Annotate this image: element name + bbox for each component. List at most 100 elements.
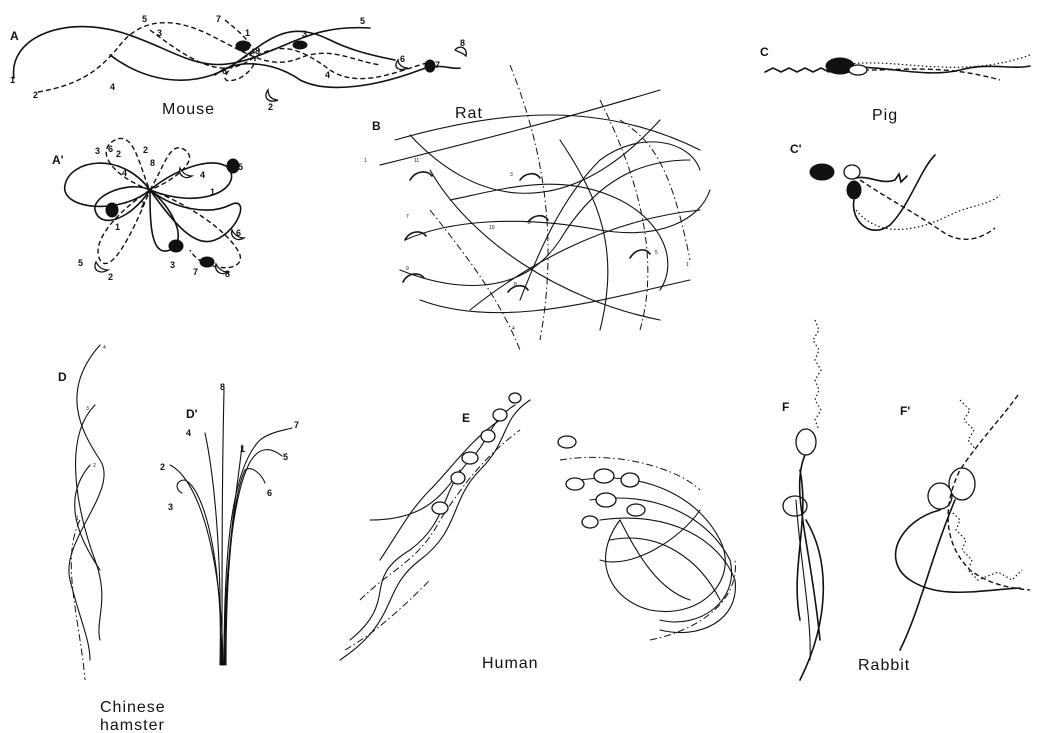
track-line xyxy=(226,469,265,665)
track-dashdot xyxy=(360,430,520,600)
track-dotted xyxy=(850,55,1030,67)
species-label-chinese-line1: Chinese xyxy=(100,699,166,716)
sperm-head-white xyxy=(621,473,639,487)
sperm-head-white xyxy=(451,472,465,484)
panel-c-pig: C Pig xyxy=(760,45,1030,124)
panel-e-prime-human-circular: E' Human xyxy=(482,436,735,672)
track-dotted-zigzag xyxy=(950,510,1022,580)
track-dotted xyxy=(856,195,1000,229)
track-number: 8 xyxy=(255,46,260,56)
sperm-head-white xyxy=(481,430,495,442)
track-number: 4 xyxy=(200,170,205,180)
track-line xyxy=(225,450,282,665)
track-number: 6 xyxy=(267,488,272,498)
sperm-head-white xyxy=(432,502,448,514)
track-dashdot xyxy=(510,65,548,340)
track-dashed-2 xyxy=(150,30,430,79)
species-label-rat: Rat xyxy=(455,105,483,122)
sperm-head-white xyxy=(566,478,584,490)
track-number: 8 xyxy=(220,382,225,392)
track-number: 1 xyxy=(115,222,120,232)
track-number: 1 xyxy=(364,158,367,164)
track-number: 4 xyxy=(512,326,515,332)
track-zigzag xyxy=(856,174,907,182)
track-line xyxy=(170,465,223,665)
track-number: 8 xyxy=(225,269,230,279)
track-line xyxy=(450,184,668,290)
species-label-rabbit: Rabbit xyxy=(858,657,910,674)
track-number: 4 xyxy=(103,345,106,351)
track-number: 10 xyxy=(489,225,495,231)
track-number: 7 xyxy=(435,60,440,70)
panel-d-prime-chinese-hamster: D' 8 4 2 3 1 7 5 6 Chinese hamster xyxy=(100,382,299,733)
track-dashed-1 xyxy=(38,23,380,92)
sperm-head-white xyxy=(455,47,466,56)
track-number: 11 xyxy=(414,158,419,164)
track-number: 5 xyxy=(360,16,365,26)
track-number: 1 xyxy=(240,444,245,454)
species-label-pig: Pig xyxy=(872,107,898,124)
track-number: 9 xyxy=(406,266,409,272)
track-dotted-zigzag xyxy=(960,400,976,450)
track-number: 3 xyxy=(168,502,173,512)
sperm-head-hook xyxy=(410,172,432,180)
sperm-head-black xyxy=(810,164,834,180)
track-number: 8 xyxy=(460,38,465,48)
track-number: 4 xyxy=(110,82,115,92)
track-dashed-loop xyxy=(150,190,240,268)
sperm-head-white xyxy=(849,65,867,75)
panel-label-c: C xyxy=(760,45,769,59)
track-number: 7 xyxy=(193,267,198,277)
track-number: 3 xyxy=(86,406,89,412)
track-line xyxy=(380,90,660,165)
track-line xyxy=(470,210,700,310)
sperm-head-white xyxy=(582,516,598,528)
sperm-head-white xyxy=(796,429,816,455)
track-line xyxy=(395,115,700,150)
species-label-mouse: Mouse xyxy=(162,101,215,118)
track-line xyxy=(560,140,608,330)
track-dotted-zigzag xyxy=(813,320,821,430)
sperm-head-white xyxy=(509,393,521,403)
track-number: 2 xyxy=(143,145,148,155)
track-line xyxy=(380,420,500,560)
track-number: 3 xyxy=(95,146,100,156)
sperm-head-black xyxy=(169,240,183,252)
sperm-head-white xyxy=(266,90,278,101)
track-line xyxy=(370,470,460,520)
track-number: 2 xyxy=(268,102,273,112)
track-number: 7 xyxy=(294,420,299,430)
track-number: 5 xyxy=(78,258,83,268)
track-number: 6 xyxy=(108,144,113,154)
track-number: 6 xyxy=(236,228,241,238)
track-number: 6 xyxy=(222,66,227,76)
sperm-head-black xyxy=(847,181,861,199)
sperm-head-black xyxy=(425,60,435,72)
track-number: 4 xyxy=(186,428,191,438)
sperm-head-hook xyxy=(520,174,540,180)
sperm-head-black xyxy=(200,257,214,267)
track-number: 4 xyxy=(325,70,330,80)
panel-label-d: D xyxy=(58,370,67,384)
track-solid xyxy=(896,510,1020,592)
track-number: 1 xyxy=(245,28,250,38)
track-zigzag xyxy=(765,68,829,72)
track-number: 5 xyxy=(655,250,658,256)
panel-b-rat: Rat B 1 11 7 9 10 3 3 8 4 5 1 xyxy=(364,65,710,350)
species-label-hamster-line2: hamster xyxy=(100,717,165,733)
track-dashdot xyxy=(430,210,520,350)
track-line xyxy=(222,390,224,665)
track-number: 2 xyxy=(93,463,96,469)
panel-c-prime-pig: C' xyxy=(790,142,1000,239)
track-number: 2 xyxy=(160,462,165,472)
sperm-head-hook xyxy=(528,216,548,222)
panel-label-e: E xyxy=(462,411,470,425)
sperm-head-white xyxy=(493,409,507,421)
track-number: 2 xyxy=(116,149,121,159)
panel-a-mouse-linear: A 1 2 4 5 3 7 1 8 6 2 3 4 5 6 7 8 Mouse xyxy=(10,14,466,118)
track-number: 1 xyxy=(10,75,15,85)
track-number: 5 xyxy=(238,162,243,172)
panel-label-a: A xyxy=(10,29,19,43)
panel-f-rabbit-linear: F xyxy=(782,320,823,680)
panel-label-f: F xyxy=(782,400,789,414)
